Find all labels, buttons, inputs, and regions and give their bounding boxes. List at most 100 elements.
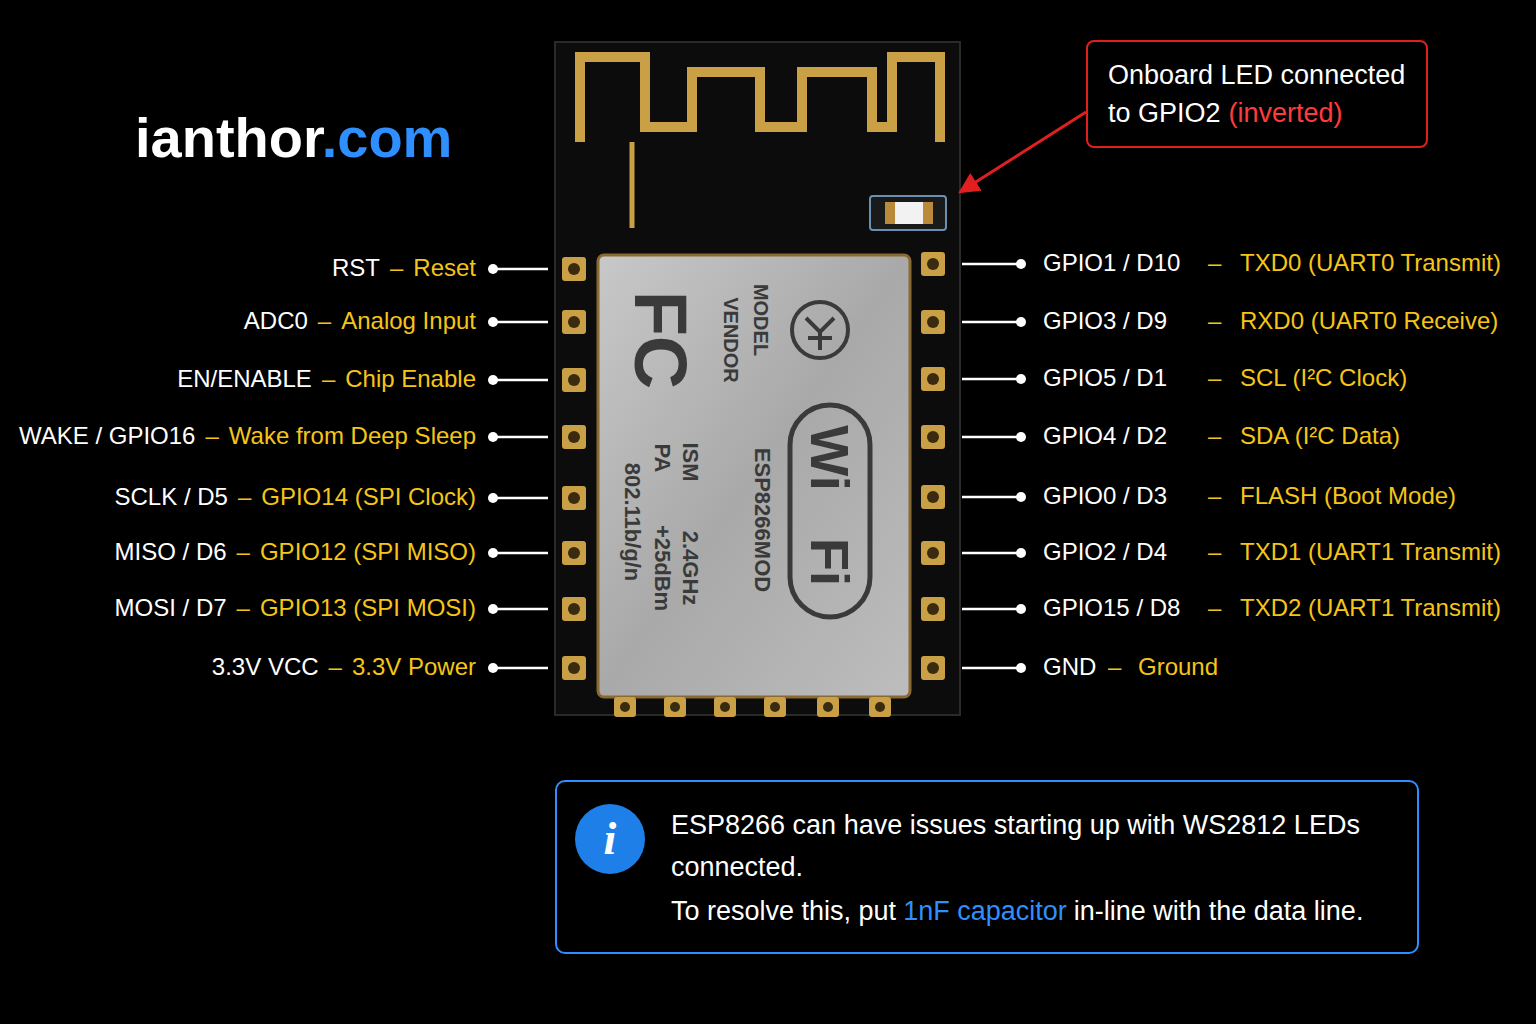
edge-pad: [562, 425, 586, 449]
shield-marking: Wi: [799, 425, 861, 491]
pin-function: SCL (I²C Clock): [1240, 364, 1407, 392]
pin-row: ADC0–Analog Input: [244, 307, 476, 335]
pin-name: EN/ENABLE: [177, 365, 312, 393]
rf-shield: [598, 255, 910, 697]
leader-dot: [488, 317, 498, 327]
pad-group: [562, 252, 945, 717]
leader-line: [496, 436, 548, 439]
pin-name: SCLK / D5: [115, 483, 228, 511]
pad-hole: [927, 258, 939, 270]
leader-line: [962, 378, 1018, 381]
antenna-trace: [580, 57, 940, 142]
pad-hole: [620, 702, 630, 712]
leader-line: [496, 667, 548, 670]
pin-name: GPIO4 / D2: [1043, 422, 1167, 450]
edge-pad: [562, 310, 586, 334]
leader-dot: [1016, 374, 1026, 384]
leader-dot: [1016, 432, 1026, 442]
leader-dot: [1016, 317, 1026, 327]
pin-name: RST: [332, 254, 380, 282]
separator: –: [238, 483, 251, 511]
info-text: To resolve this, put: [671, 896, 896, 926]
pad-hole: [720, 702, 730, 712]
bottom-pad: [714, 697, 736, 717]
leader-line: [496, 321, 548, 324]
pin-function: Chip Enable: [345, 365, 476, 393]
antenna-feed: [630, 142, 635, 228]
separator: –: [1208, 482, 1221, 510]
pad-hole: [568, 316, 580, 328]
shield-marking: 802.11b/g/n: [619, 463, 645, 582]
edge-pad: [562, 486, 586, 510]
leader-line: [962, 496, 1018, 499]
pin-name: GND: [1043, 653, 1096, 681]
pin-function: Wake from Deep Sleep: [229, 422, 476, 450]
pin-name: ADC0: [244, 307, 308, 335]
pad-hole: [927, 491, 939, 503]
separator: –: [1208, 307, 1221, 335]
edge-pad: [921, 656, 945, 680]
callout-highlight: (inverted): [1229, 98, 1343, 128]
pin-function: TXD2 (UART1 Transmit): [1240, 594, 1501, 622]
separator: –: [329, 653, 342, 681]
pin-name: 3.3V VCC: [212, 653, 319, 681]
info-icon: i: [575, 804, 645, 874]
callout-arrow: [960, 112, 1086, 192]
pin-row: RST–Reset: [332, 254, 476, 282]
pin-row: SCLK / D5–GPIO14 (SPI Clock): [115, 483, 476, 511]
edge-pad: [921, 485, 945, 509]
leader-line: [496, 608, 548, 611]
pin-row: WAKE / GPIO16–Wake from Deep Sleep: [19, 422, 476, 450]
leader-dot: [1016, 548, 1026, 558]
info-paragraph: To resolve this, put1nF capacitorin-line…: [671, 890, 1397, 932]
leader-dot: [1016, 259, 1026, 269]
info-text: in-line with the data line.: [1074, 896, 1364, 926]
pad-hole: [568, 374, 580, 386]
pin-name: WAKE / GPIO16: [19, 422, 196, 450]
pin-function: GPIO14 (SPI Clock): [261, 483, 476, 511]
bottom-pad: [764, 697, 786, 717]
pad-hole: [568, 263, 580, 275]
leader-dot: [488, 604, 498, 614]
pin-row: 3.3V VCC–3.3V Power: [212, 653, 476, 681]
separator: –: [237, 538, 250, 566]
watermark-text: .com: [322, 106, 453, 169]
pin-name: GPIO15 / D8: [1043, 594, 1180, 622]
pad-hole: [927, 373, 939, 385]
separator: –: [318, 307, 331, 335]
led-footprint: [870, 196, 946, 230]
pin-name: GPIO2 / D4: [1043, 538, 1167, 566]
pad-hole: [568, 492, 580, 504]
pin-name: MISO / D6: [115, 538, 227, 566]
vendor-logo: [806, 318, 834, 350]
edge-pad: [921, 597, 945, 621]
highlight-text: 1nF capacitor: [903, 896, 1067, 926]
site-watermark: ianthor.com: [135, 105, 452, 170]
pad-hole: [568, 662, 580, 674]
edge-pad: [921, 541, 945, 565]
shield-marking: FC: [618, 291, 703, 390]
info-icon-glyph: i: [604, 818, 617, 860]
pin-function: TXD0 (UART0 Transmit): [1240, 249, 1501, 277]
leader-line: [962, 263, 1018, 266]
shield-marking: PA: [649, 444, 675, 473]
leader-dot: [488, 548, 498, 558]
separator: –: [237, 594, 250, 622]
pin-function: GPIO13 (SPI MOSI): [260, 594, 476, 622]
pad-hole: [670, 702, 680, 712]
edge-pad: [562, 597, 586, 621]
wifi-logo-outline: [790, 405, 870, 617]
info-paragraph: ESP8266 can have issues starting up with…: [671, 804, 1397, 888]
leader-dot: [488, 493, 498, 503]
pin-name: MOSI / D7: [115, 594, 227, 622]
shield-marking: 2.4GHz: [677, 531, 703, 606]
pad-hole: [568, 431, 580, 443]
pin-name: GPIO5 / D1: [1043, 364, 1167, 392]
separator: –: [1208, 594, 1221, 622]
separator: –: [1208, 422, 1221, 450]
pin-function: TXD1 (UART1 Transmit): [1240, 538, 1501, 566]
pad-hole: [927, 662, 939, 674]
edge-pad: [562, 656, 586, 680]
pin-row: MOSI / D7–GPIO13 (SPI MOSI): [115, 594, 476, 622]
leader-line: [962, 608, 1018, 611]
